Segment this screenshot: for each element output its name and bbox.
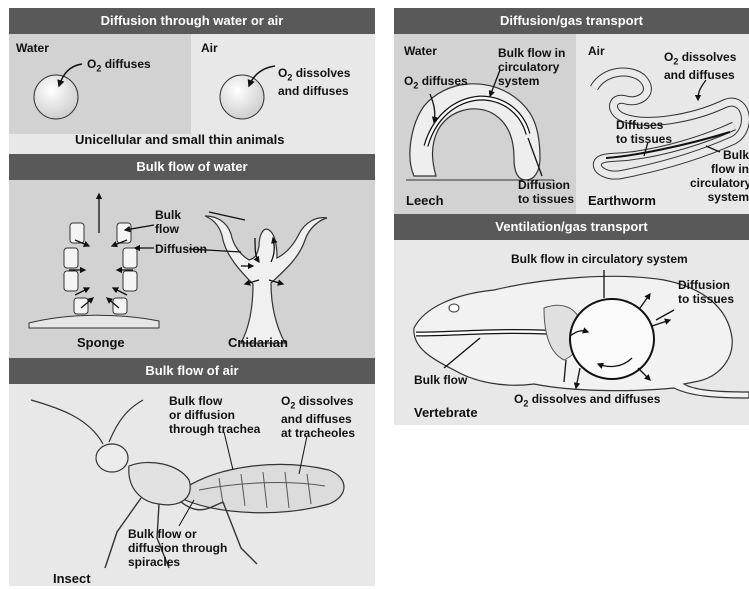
right-panel: Diffusion/gas transport Water Air O2 dif…: [394, 8, 749, 425]
vert-o2-label: O2 dissolves and diffuses: [514, 392, 660, 410]
vertebrate-drawing: [394, 8, 749, 425]
left-panel: Diffusion through water or air Water Air…: [9, 8, 375, 586]
vertebrate-caption: Vertebrate: [414, 405, 478, 420]
vert-bulk-flow-label: Bulk flow: [414, 373, 467, 387]
vert-bulk-circ-label: Bulk flow in circulatory system: [511, 252, 688, 266]
insect-drawing: [9, 8, 375, 586]
insect-caption: Insect: [53, 571, 91, 586]
